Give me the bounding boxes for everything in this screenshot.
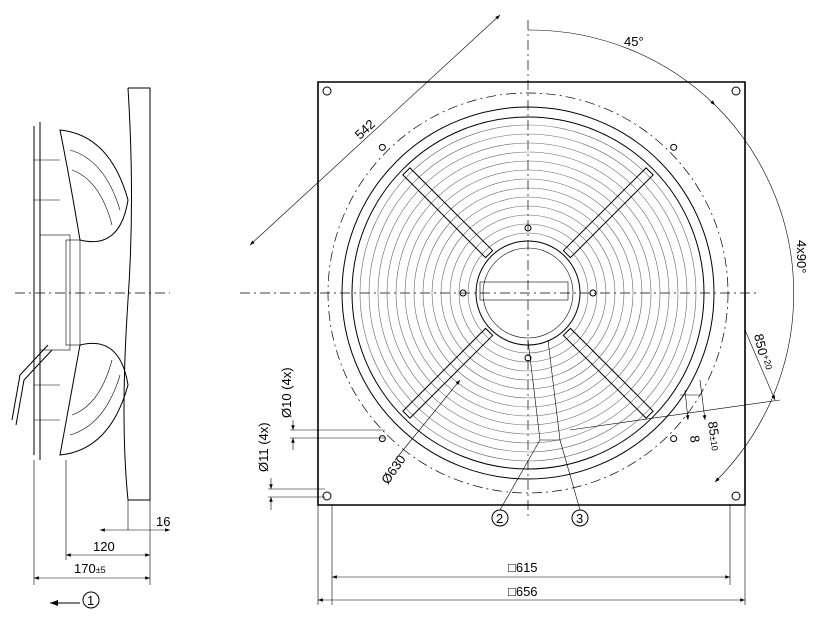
dim-120: 120 bbox=[93, 539, 115, 554]
square-656: □656 bbox=[508, 584, 538, 599]
angle-4x90: 4x90° bbox=[794, 240, 809, 273]
hub-screw bbox=[524, 354, 532, 362]
guard-ring bbox=[413, 178, 643, 408]
diagonal-542: 542 bbox=[352, 116, 378, 142]
square-615: □615 bbox=[508, 560, 538, 575]
guard-ring bbox=[458, 223, 598, 363]
hole-11: Ø11 (4x) bbox=[256, 422, 271, 472]
guard-ring bbox=[422, 187, 634, 399]
mounting-hole bbox=[322, 86, 332, 96]
front-view: 45° 542 4x90° 850+20 85±10 8 Ø10 (4x) Ø1… bbox=[240, 14, 809, 605]
guard-ring bbox=[395, 160, 661, 426]
dim-85: 85±10 bbox=[705, 420, 724, 451]
guard-ring bbox=[377, 142, 679, 444]
hub-screw bbox=[459, 289, 467, 297]
dim-850: 850+20 bbox=[751, 332, 774, 371]
hole-10: Ø10 (4x) bbox=[279, 367, 294, 418]
guard-ring bbox=[440, 205, 616, 381]
guard-outer-ring bbox=[351, 116, 705, 470]
inlet-ring bbox=[341, 106, 715, 480]
mounting-hole bbox=[378, 143, 386, 151]
guard-spoke bbox=[402, 327, 494, 419]
dim-8: 8 bbox=[687, 434, 703, 443]
dim-16: 16 bbox=[156, 514, 170, 529]
dim-170: 170±5 bbox=[74, 561, 106, 576]
guard-ring bbox=[368, 133, 688, 453]
angle-45: 45° bbox=[624, 34, 644, 49]
side-view: 16 120 170±5 1 bbox=[11, 87, 170, 609]
mounting-hole bbox=[670, 435, 678, 443]
mounting-hole bbox=[731, 491, 741, 501]
callout-1: 1 bbox=[87, 593, 94, 608]
mounting-hole bbox=[378, 435, 386, 443]
hub-screw bbox=[524, 224, 532, 232]
hub-screw bbox=[589, 289, 597, 297]
guard-ring bbox=[467, 232, 589, 354]
guard-ring bbox=[404, 169, 652, 417]
mounting-hole bbox=[670, 143, 678, 151]
guard-ring bbox=[431, 196, 625, 390]
guard-spoke bbox=[562, 167, 654, 259]
guard-ring bbox=[386, 151, 670, 435]
mounting-hole bbox=[731, 86, 741, 96]
mounting-hole bbox=[322, 491, 332, 501]
diameter-630: Ø630 bbox=[378, 452, 409, 487]
callout-2: 2 bbox=[496, 511, 503, 526]
guard-spoke bbox=[562, 327, 654, 419]
callout-3: 3 bbox=[576, 511, 583, 526]
guard-ring bbox=[449, 214, 607, 372]
